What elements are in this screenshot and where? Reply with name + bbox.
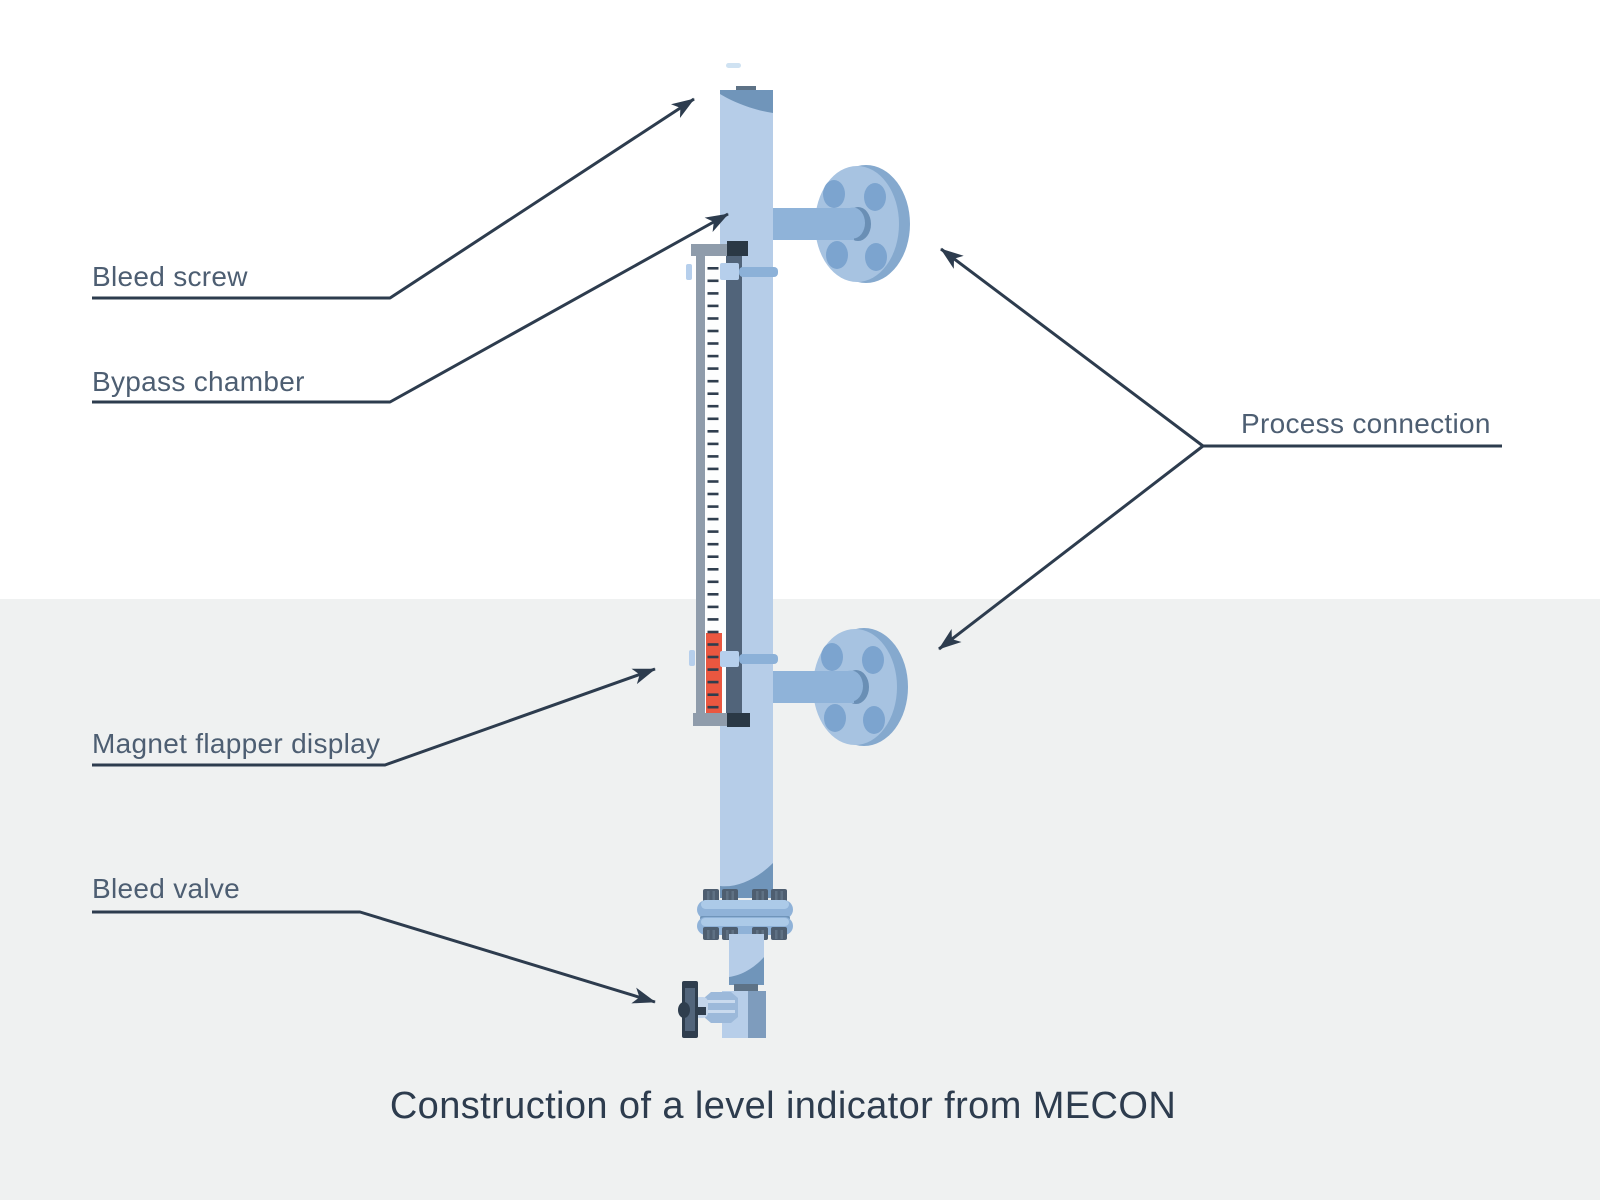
leader-lines (92, 97, 1502, 1004)
bleed-screw-leader (92, 97, 695, 300)
flange-bolt-hole (864, 183, 886, 211)
gauge-frame-bottom-cap (693, 713, 727, 726)
flange-bolt-hole (826, 241, 848, 269)
lower-clamp (689, 650, 778, 667)
diagram-title: Construction of a level indicator from M… (389, 1085, 1177, 1127)
bolted-flange-joint (697, 889, 793, 940)
magnet-flapper-gauge (686, 241, 778, 727)
label-bleed-valve: Bleed valve (92, 873, 241, 904)
upper-nozzle-pipe (773, 208, 854, 240)
flapper-red-indicator (706, 633, 722, 713)
valve-stem (697, 1007, 706, 1015)
magnet-column (726, 255, 742, 714)
flange-bolt-hole (821, 643, 843, 671)
magnet-flapper-leader (92, 667, 656, 767)
gauge-frame-top-cap (691, 244, 727, 256)
upper-process-flange (773, 165, 910, 283)
flange-bolt-hole (863, 706, 885, 734)
scale-ticks (707, 267, 719, 709)
flange-bolt-hole (862, 646, 884, 674)
lower-process-flange (773, 628, 908, 746)
bleed-valve-leader (92, 910, 656, 1004)
label-magnet-flapper-display: Magnet flapper display (92, 728, 381, 759)
upper-clamp (686, 263, 778, 280)
gauge-frame-left-bar (696, 255, 705, 715)
pipe-cap-tab (736, 86, 756, 92)
drain-pipe (729, 934, 764, 992)
label-bleed-screw: Bleed screw (92, 261, 248, 292)
flange-bolt-hole (865, 243, 887, 271)
flange-bolt-hole (824, 704, 846, 732)
gauge-top-block (727, 241, 748, 256)
valve-knob (678, 1002, 690, 1018)
label-bypass-chamber: Bypass chamber (92, 366, 305, 397)
gauge-bottom-block (727, 713, 750, 727)
flange-bolt-hole (823, 180, 845, 208)
bypass-chamber-leader (92, 212, 729, 404)
process-connection-leader-lower (938, 444, 1204, 651)
level-indicator-device (678, 63, 910, 1038)
lower-nozzle-pipe (773, 671, 854, 703)
bleed-valve-assembly (678, 981, 766, 1038)
joint-bolts-top (703, 889, 787, 902)
label-process-connection: Process connection (1241, 408, 1491, 439)
valve-bonnet (704, 992, 738, 1023)
bleed-screw-tip (726, 63, 741, 68)
